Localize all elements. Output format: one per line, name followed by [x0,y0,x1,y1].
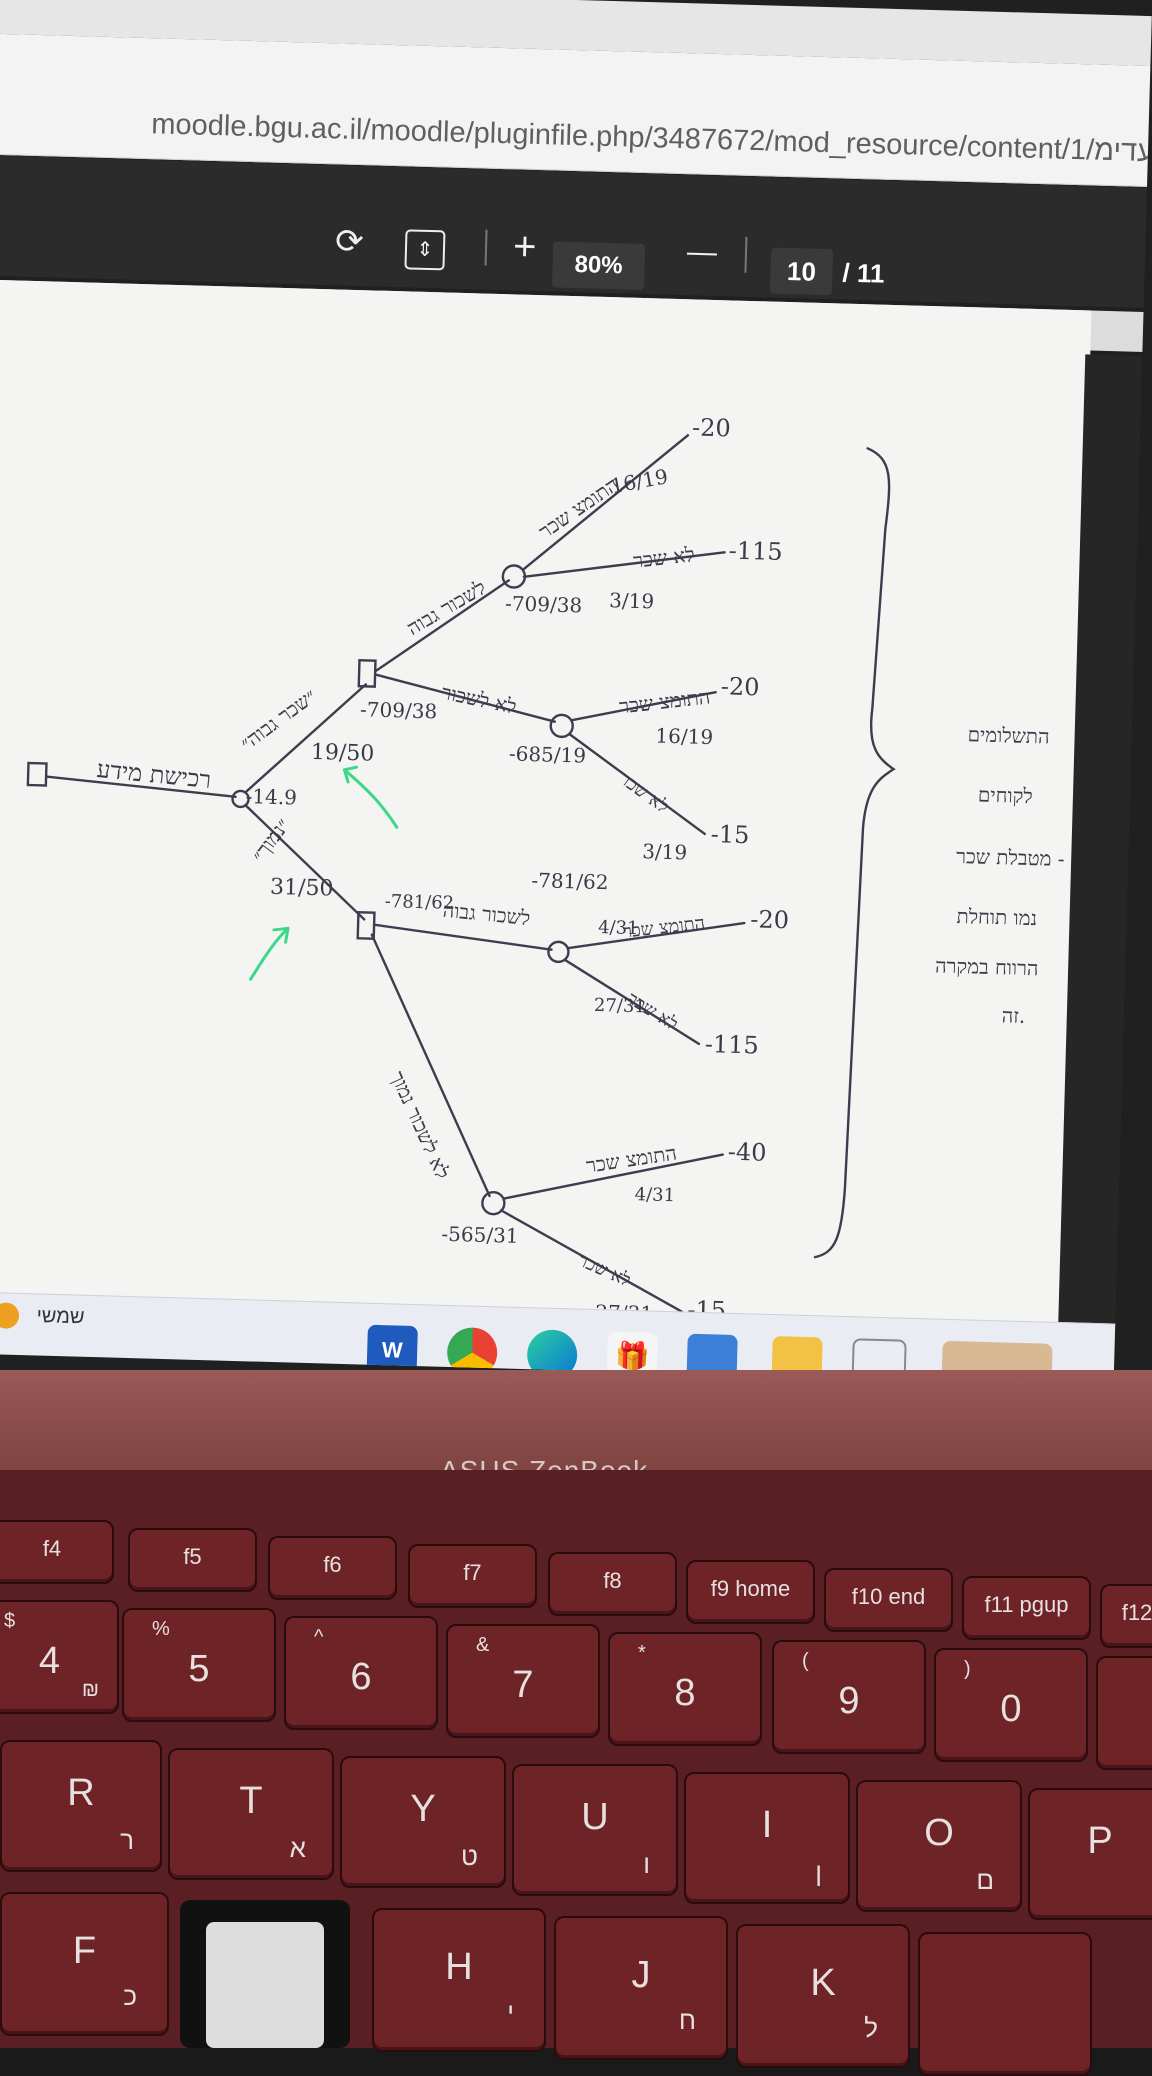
key-4[interactable]: $4₪ [0,1600,119,1714]
side-note-5: הרווח במקרה [935,953,1039,980]
key-9[interactable]: (9 [772,1640,926,1754]
chance-node-2 [549,713,574,739]
key-f10[interactable]: f10 end [824,1568,953,1632]
key-7[interactable]: &7 [446,1624,600,1738]
prob-branch-high: 19/50 [311,740,375,767]
weather-widget[interactable]: שמשי [0,1302,85,1331]
decision-node-high [357,658,377,688]
key-8[interactable]: *8 [608,1632,762,1746]
outcome-label-3: התומצ שכר [618,684,711,718]
label-root: רכישת מידע [96,755,213,794]
side-note-4: נמו תוחלת [956,904,1037,930]
key-6[interactable]: ^6 [284,1616,438,1730]
value-node-1: -709/38 [505,591,583,617]
side-note-1: התשלומים [967,722,1050,748]
payoff-7: -40 [728,1138,767,1167]
chance-node-3 [547,940,570,964]
laptop-screen: moodle.bgu.ac.il/moodle/pluginfile.php/3… [0,0,1152,1386]
key-0[interactable]: )0 [934,1648,1088,1762]
value-decision-low: -781/62 [384,891,454,914]
label-hire-low: לשכור גבוה [442,898,531,930]
key-P[interactable]: P [1028,1788,1152,1920]
key-f9[interactable]: f9 home [686,1560,815,1624]
chance-node-4 [481,1190,506,1216]
touchpad-button[interactable] [180,1900,350,2048]
side-note-3: מטבלת שכר - [956,844,1065,871]
green-arrows [249,765,399,981]
outcome-label-8: לא שכר [575,1250,634,1291]
value-root: -14.9 [245,784,297,809]
value-node-4: -565/31 [441,1222,519,1248]
value-node-2: -685/19 [509,741,587,767]
laptop-chassis [0,1370,1152,1470]
payoff-6: -115 [705,1030,760,1059]
label-branch-high: ״שכר גבוה״ [236,683,321,755]
key-f11[interactable]: f11 pgup [962,1576,1091,1640]
key-5[interactable]: %5 [122,1608,276,1722]
value-node-3: -781/62 [531,868,609,894]
label-no-hire-low: לא לשכור נמוך [385,1067,455,1182]
payoff-2: -115 [728,536,783,565]
prob-branch-low: 31/50 [270,875,334,902]
side-note-6: זה. [1001,1003,1025,1028]
prob-27-31-a: 27/31 [594,995,646,1017]
key-L[interactable] [918,1932,1092,2076]
payoff-1: -20 [692,413,731,442]
value-decision-high: -709/38 [360,697,438,723]
prob-16-19-b: 16/19 [655,724,713,750]
prob-16-19: 16/19 [609,464,670,498]
prob-4-31-b: 4/31 [634,1184,675,1206]
prob-3-19-b: 3/19 [642,839,688,864]
key-f6[interactable]: f6 [268,1536,397,1600]
weather-sun-icon [0,1302,20,1329]
weather-text: שמשי [36,1304,85,1329]
key-minus[interactable] [1096,1656,1152,1770]
key-f5[interactable]: f5 [128,1528,257,1592]
key-f8[interactable]: f8 [548,1552,677,1616]
side-note-2: לקוחים [978,783,1033,809]
payoff-5: -20 [750,905,789,934]
prob-4-31-a: 4/31 [598,917,639,939]
payoff-3: -20 [721,672,760,701]
key-f4[interactable]: f4 [0,1520,114,1584]
label-no-hire: לא לשכור [439,680,518,719]
payoff-4: -15 [710,820,749,849]
prob-3-19-a: 3/19 [609,588,655,613]
outcome-label-4: לא שכר [615,768,672,817]
label-branch-low: ״נמוך״ [247,813,295,866]
chance-node-1 [501,564,527,589]
root-decision-node [26,761,48,787]
chance-node-info [231,789,250,809]
key-f12[interactable]: f12 [1100,1584,1152,1648]
key-f7[interactable]: f7 [408,1544,537,1608]
outcome-label-2: לא שכר [632,542,696,573]
handwritten-decision-tree: רכישת מידע -14.9 ״שכר גבוה״ 19/50 ״נמוך״… [26,413,1065,1326]
label-hire-high: לשכור גבוה [403,575,491,640]
touchpad-button-surface [206,1922,324,2048]
